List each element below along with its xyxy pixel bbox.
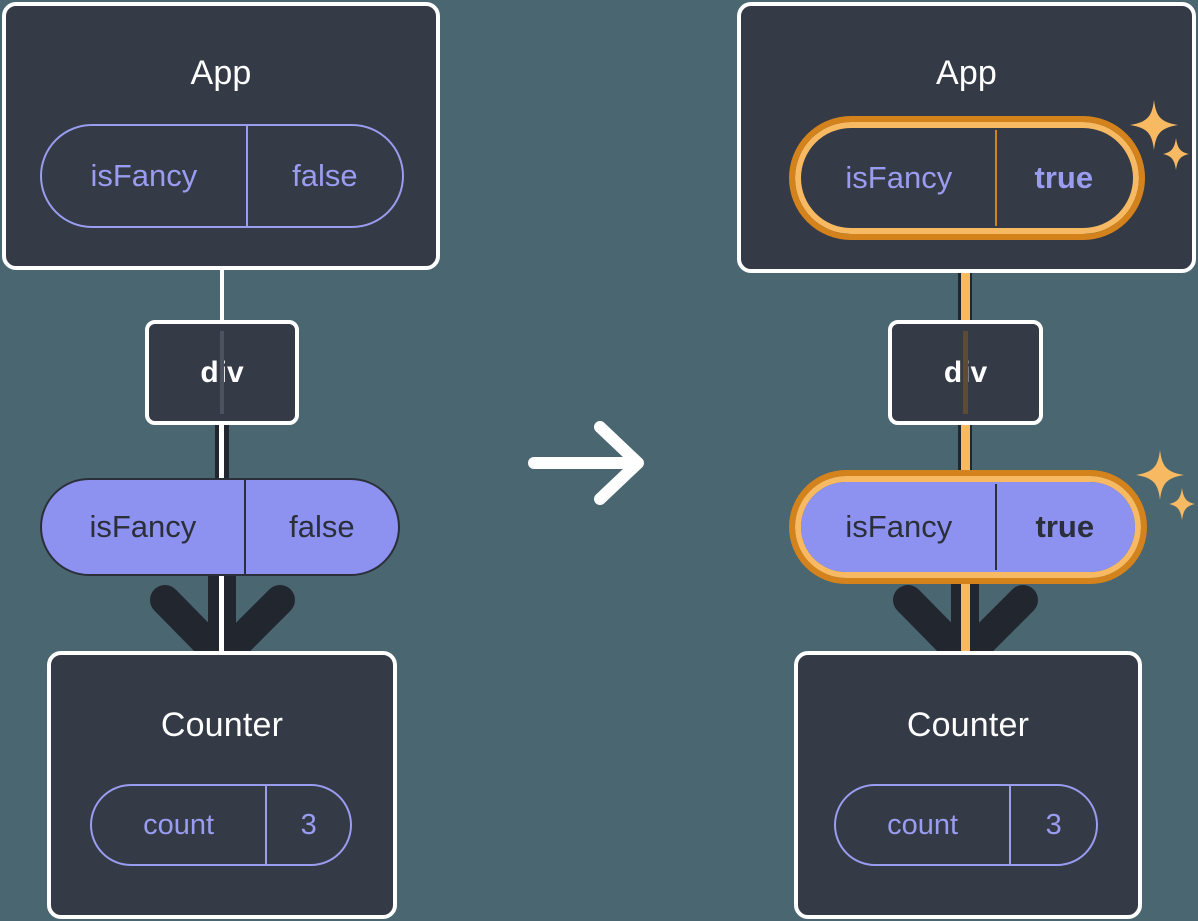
connector-div-to-pill-after bbox=[961, 420, 970, 488]
prop-pill-key: isFancy bbox=[803, 484, 997, 570]
component-title-app-before: App bbox=[190, 54, 252, 92]
prop-pill-value: true bbox=[1035, 509, 1095, 544]
prop-pill-isfancy-before[interactable]: isFancy false bbox=[40, 478, 400, 576]
component-title-app-after: App bbox=[935, 54, 998, 92]
sparkle-icon-prop-after bbox=[1136, 450, 1195, 520]
state-pill-isfancy-app-before[interactable]: isFancy false bbox=[40, 124, 404, 228]
connector-div-to-pill-before bbox=[219, 420, 224, 488]
prop-pill-isfancy-after[interactable]: isFancy true bbox=[801, 482, 1135, 572]
connector-app-to-div-before bbox=[220, 266, 224, 324]
state-pill-isfancy-app-after[interactable]: isFancy true bbox=[801, 128, 1133, 228]
state-pill-value: true bbox=[1034, 160, 1094, 195]
state-pill-key: isFancy bbox=[803, 130, 997, 226]
arrow-right-icon bbox=[528, 421, 644, 505]
state-pill-value: false bbox=[292, 158, 358, 193]
state-pill-count-counter-before[interactable]: count 3 bbox=[90, 784, 352, 866]
connector-app-to-div-after bbox=[961, 228, 970, 328]
component-title-counter-before: Counter bbox=[160, 706, 284, 744]
sparkle-icon-app-after bbox=[1130, 100, 1189, 170]
state-pill-value: 3 bbox=[300, 808, 317, 841]
state-pill-key: count bbox=[92, 786, 268, 864]
connector-through-div-before bbox=[220, 331, 224, 414]
state-pill-value: 3 bbox=[1045, 808, 1062, 841]
prop-pill-value: false bbox=[289, 509, 355, 544]
connector-arrow-orange-after bbox=[961, 570, 970, 658]
component-box-app-after: App bbox=[737, 2, 1196, 273]
connector-arrow-white-before bbox=[219, 570, 224, 658]
component-title-counter-after: Counter bbox=[906, 706, 1030, 744]
prop-pill-key: isFancy bbox=[42, 480, 246, 574]
state-pill-count-counter-after[interactable]: count 3 bbox=[834, 784, 1098, 866]
state-pill-key: isFancy bbox=[42, 126, 248, 226]
connector-through-div-after bbox=[963, 331, 968, 414]
component-box-counter-before: Counter bbox=[47, 651, 397, 919]
state-pill-key: count bbox=[836, 786, 1012, 864]
